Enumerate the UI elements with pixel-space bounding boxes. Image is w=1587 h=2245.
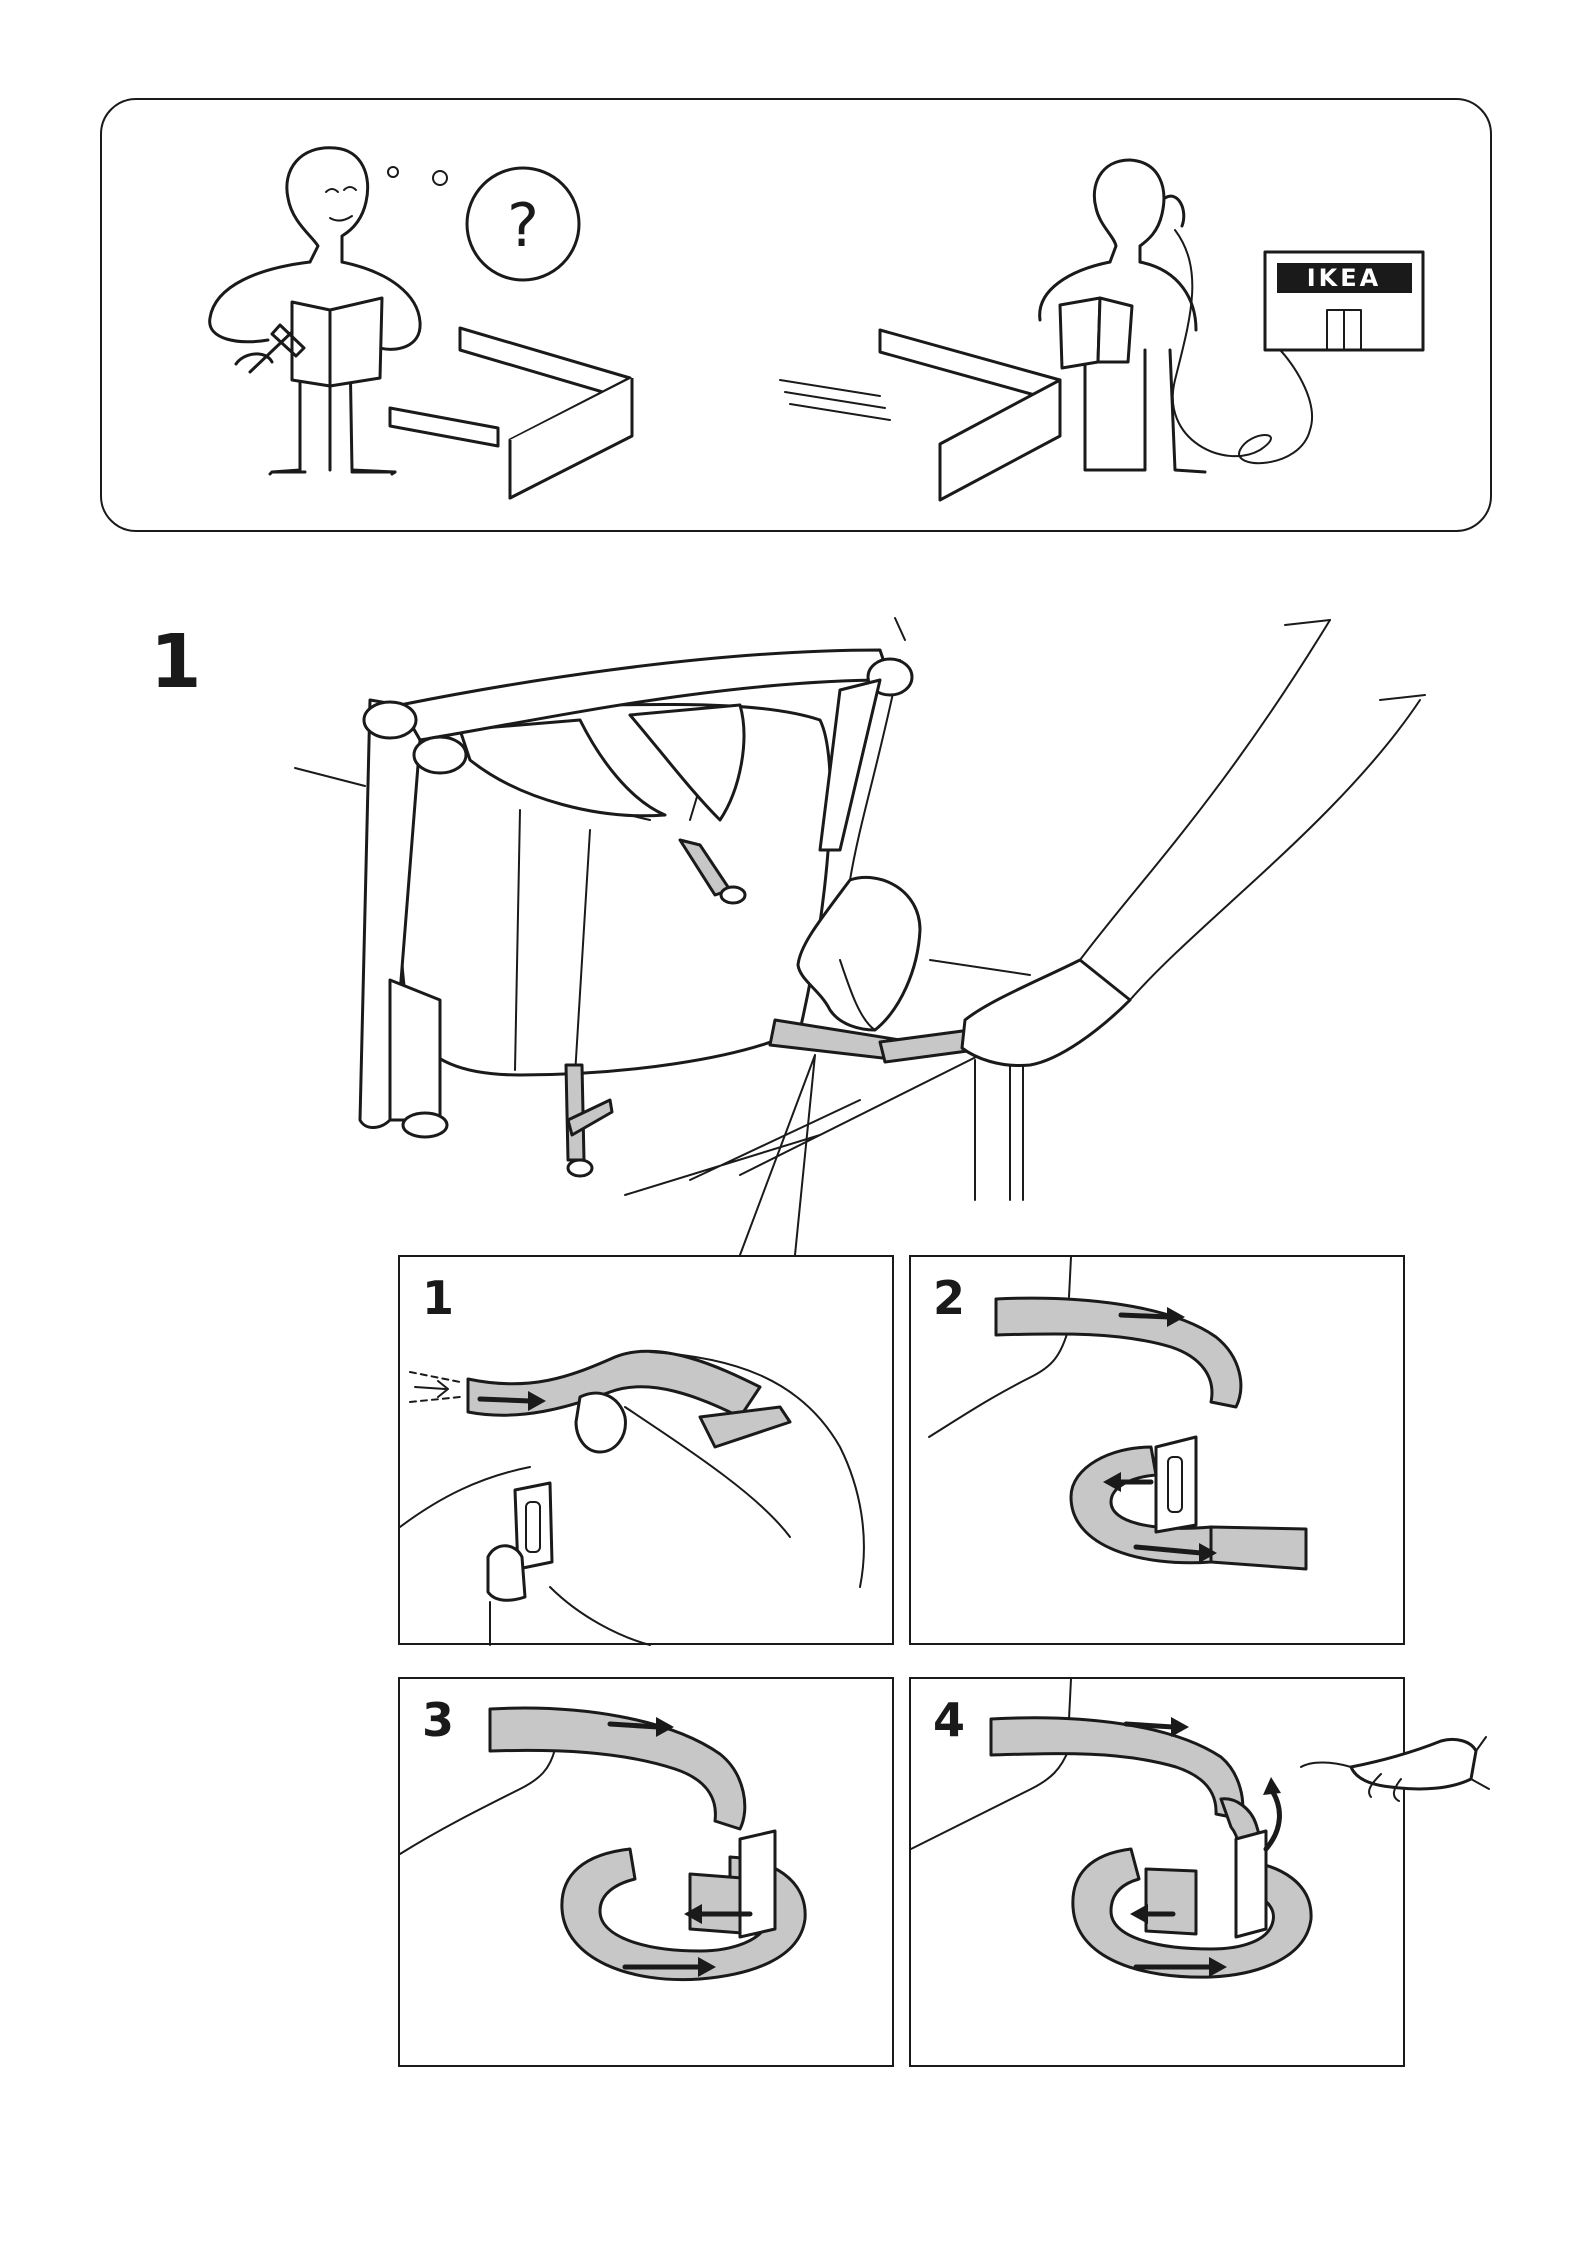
detail-panel-3: 3 — [398, 1677, 894, 2067]
detail-panel-4: 4 — [909, 1677, 1405, 2067]
high-chair-illustration — [0, 0, 1587, 1300]
detail-panel-1: 1 — [398, 1255, 894, 1645]
detail-panel-2: 2 — [909, 1255, 1405, 1645]
strap-pull-tight-illustration — [911, 1679, 1407, 2069]
strap-through-buckle-illustration — [400, 1679, 896, 2069]
strap-loop-illustration — [911, 1257, 1407, 1647]
strap-insertion-illustration — [400, 1257, 896, 1647]
